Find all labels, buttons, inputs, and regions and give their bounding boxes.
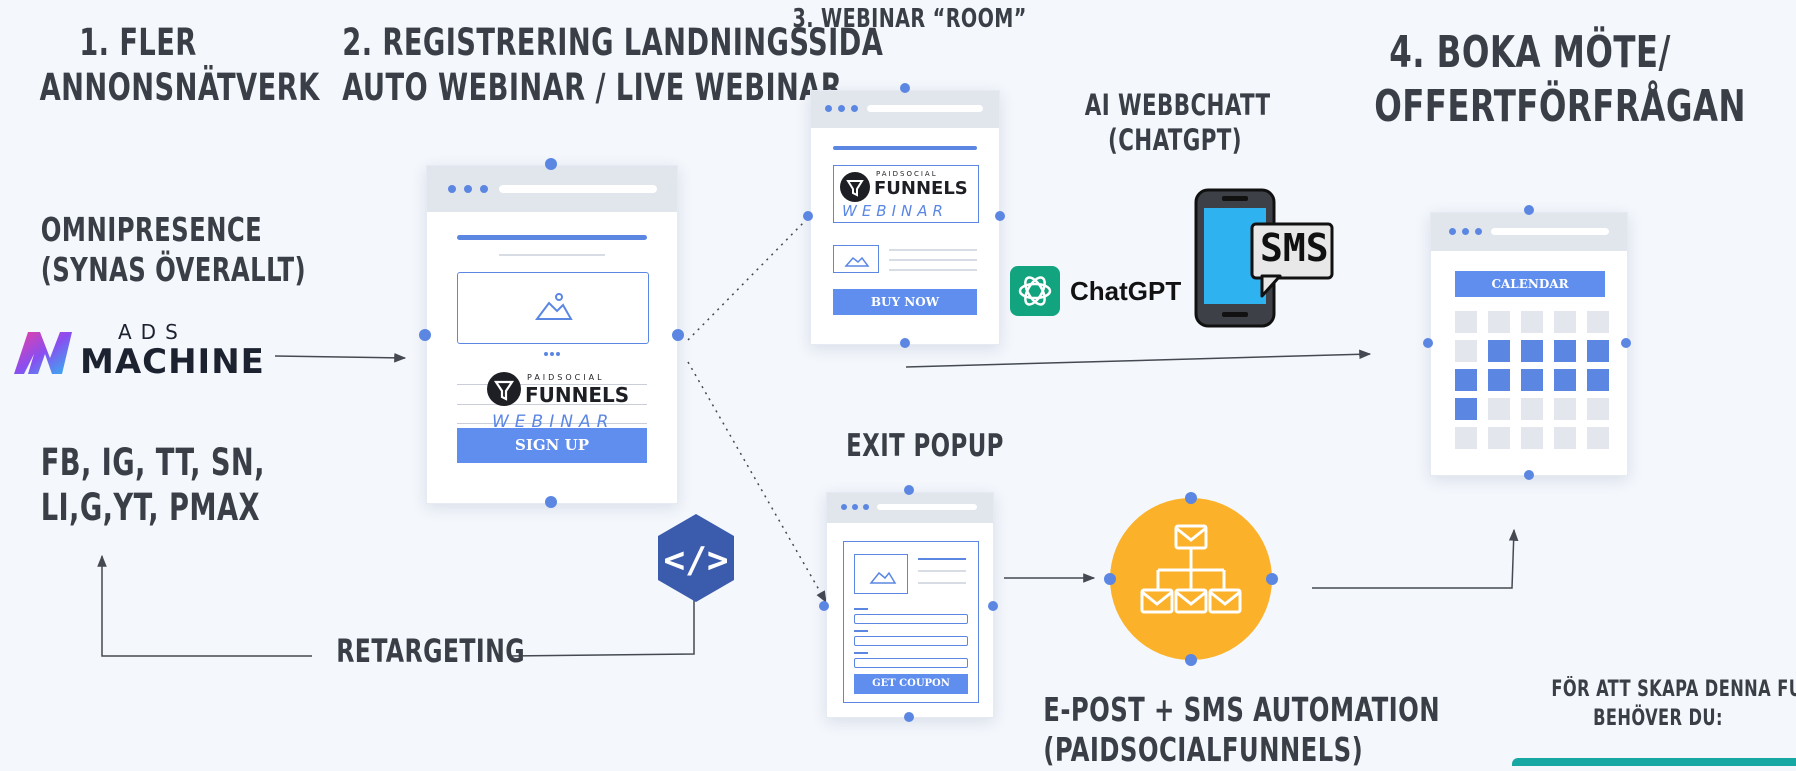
arrow-retargeting-to-networks — [97, 554, 312, 657]
calendar-day-cell[interactable] — [1521, 340, 1543, 362]
calendar-day-cell[interactable] — [1455, 427, 1477, 449]
calendar-day-cell[interactable] — [1521, 311, 1543, 333]
exit-popup-title: EXIT POPUP — [846, 428, 1004, 464]
calendar-day-cell[interactable] — [1554, 398, 1576, 420]
footer-teal-bar — [1512, 758, 1796, 766]
calendar-mockup: CALENDAR — [1430, 212, 1628, 476]
ads-machine-logo: ADS MACHINE — [10, 320, 270, 382]
calendar-day-cell[interactable] — [1587, 311, 1609, 333]
paidsocial-funnels-logo: PAIDSOCIAL FUNNELS WEBINAR — [457, 362, 647, 438]
coupon-image-icon — [854, 554, 908, 594]
calendar-day-cell[interactable] — [1521, 427, 1543, 449]
ai-chat-title: AI WEBBCHATT (CHATGPT) — [1084, 88, 1271, 158]
omnipresence-label: OMNIPRESENCE (SYNAS ÖVERALLT) — [40, 210, 307, 290]
retargeting-label: RETARGETING — [336, 632, 526, 670]
stage-3-title: 3. WEBINAR “ROOM” — [792, 4, 1027, 34]
calendar-day-cell[interactable] — [1587, 369, 1609, 391]
openai-icon — [1010, 266, 1060, 316]
webinar-video-frame: PAIDSOCIAL FUNNELS WEBINAR — [833, 165, 979, 223]
stage-4-title: 4. BOKA MÖTE/ OFFERTFÖRFRÅGAN — [1374, 27, 1747, 132]
calendar-day-cell[interactable] — [1488, 427, 1510, 449]
calendar-day-cell[interactable] — [1488, 311, 1510, 333]
calendar-day-cell[interactable] — [1521, 369, 1543, 391]
svg-text:</>: </> — [663, 540, 728, 581]
email-network-icon — [1140, 524, 1242, 614]
calendar-day-cell[interactable] — [1488, 340, 1510, 362]
calendar-day-cell[interactable] — [1455, 340, 1477, 362]
image-placeholder — [457, 272, 649, 344]
ad-networks-list: FB, IG, TT, SN, LI,G,YT, PMAX — [40, 441, 265, 530]
arrow-ads-to-landing — [274, 353, 407, 363]
calendar-day-cell[interactable] — [1554, 369, 1576, 391]
calendar-day-cell[interactable] — [1488, 398, 1510, 420]
automation-icon — [1110, 498, 1272, 660]
funnel-logo-icon — [487, 372, 521, 406]
calendar-day-cell[interactable] — [1455, 311, 1477, 333]
funnel-logo-icon — [840, 172, 870, 202]
calendar-day-cell[interactable] — [1455, 398, 1477, 420]
arrow-room-to-calendar — [905, 349, 1372, 368]
calendar-header: CALENDAR — [1455, 271, 1605, 297]
automation-title: E-POST + SMS AUTOMATION (PAIDSOCIALFUNNE… — [1043, 690, 1441, 770]
calendar-day-cell[interactable] — [1587, 398, 1609, 420]
code-icon: </> — [655, 512, 737, 604]
stage-2-title: 2. REGISTRERING LANDNINGSSIDA AUTO WEBIN… — [342, 21, 884, 110]
chatgpt-logo: ChatGPT — [1010, 266, 1181, 318]
machine-text: MACHINE — [80, 342, 265, 382]
footer-note: FÖR ATT SKAPA DENNA FUNNEL BEHÖVER DU: — [1551, 677, 1796, 731]
calendar-day-cell[interactable] — [1521, 398, 1543, 420]
dotted-landing-to-room — [687, 217, 809, 341]
calendar-day-cell[interactable] — [1554, 427, 1576, 449]
calendar-day-cell[interactable] — [1455, 369, 1477, 391]
ads-machine-mark-icon — [14, 332, 72, 374]
thumb-image-icon — [833, 245, 879, 273]
exit-popup-mockup: GET COUPON — [826, 492, 994, 718]
phone-sms-icon: SMS — [1192, 186, 1337, 331]
stage-1-title: 1. FLER ANNONSNÄTVERK — [39, 21, 320, 110]
webinar-room-mockup: PAIDSOCIAL FUNNELS WEBINAR BUY NOW — [810, 90, 1000, 345]
calendar-day-cell[interactable] — [1587, 340, 1609, 362]
calendar-day-cell[interactable] — [1554, 311, 1576, 333]
calendar-day-cell[interactable] — [1488, 369, 1510, 391]
calendar-day-cell[interactable] — [1554, 340, 1576, 362]
ads-text: ADS — [118, 320, 187, 344]
line-code-to-retargeting — [507, 598, 695, 657]
image-icon — [535, 293, 573, 320]
sign-up-button[interactable]: SIGN UP — [457, 428, 647, 463]
calendar-grid — [1455, 311, 1609, 455]
arrow-automation-to-calendar — [1312, 528, 1519, 589]
landing-page-mockup: PAIDSOCIAL FUNNELS WEBINAR SIGN UP — [426, 165, 678, 504]
get-coupon-button[interactable]: GET COUPON — [854, 674, 968, 694]
calendar-day-cell[interactable] — [1587, 427, 1609, 449]
buy-now-button[interactable]: BUY NOW — [833, 289, 977, 315]
